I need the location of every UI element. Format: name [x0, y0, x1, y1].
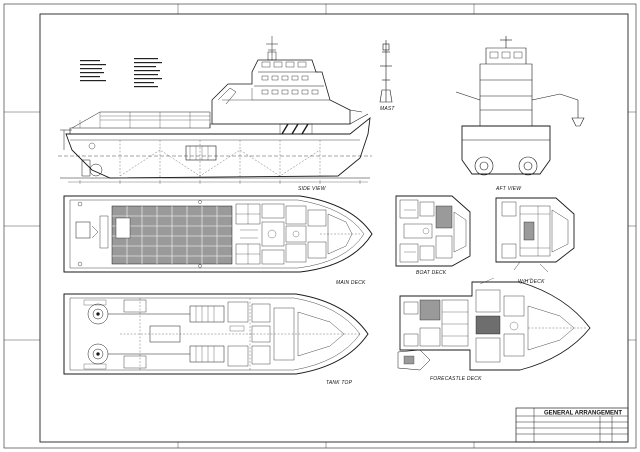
- forecastle-deck-plan: [397, 277, 591, 371]
- mast-label: MAST: [380, 106, 395, 112]
- boat-deck-plan: [395, 195, 471, 267]
- aft-view: [455, 36, 585, 176]
- wh-deck-label: W/H DECK: [518, 279, 545, 285]
- forecastle-deck-label: FORECASTLE DECK: [430, 376, 482, 382]
- tank-top-plan: [63, 293, 369, 375]
- aft-view-label: AFT VIEW: [495, 186, 522, 192]
- title-block: [515, 407, 629, 443]
- side-view-label: SIDE VIEW: [298, 186, 327, 192]
- wheelhouse-deck-plan: [495, 197, 575, 273]
- tank-top-label: TANK TOP: [326, 380, 353, 386]
- side-view: [58, 36, 372, 184]
- main-deck-plan: [63, 195, 373, 273]
- main-deck-label: MAIN DECK: [336, 280, 366, 286]
- boat-deck-label: BOAT DECK: [416, 270, 447, 276]
- drawing-title: GENERAL ARRANGEMENT: [544, 411, 622, 417]
- mast-detail: [379, 40, 393, 103]
- sheet-border: [3, 3, 637, 449]
